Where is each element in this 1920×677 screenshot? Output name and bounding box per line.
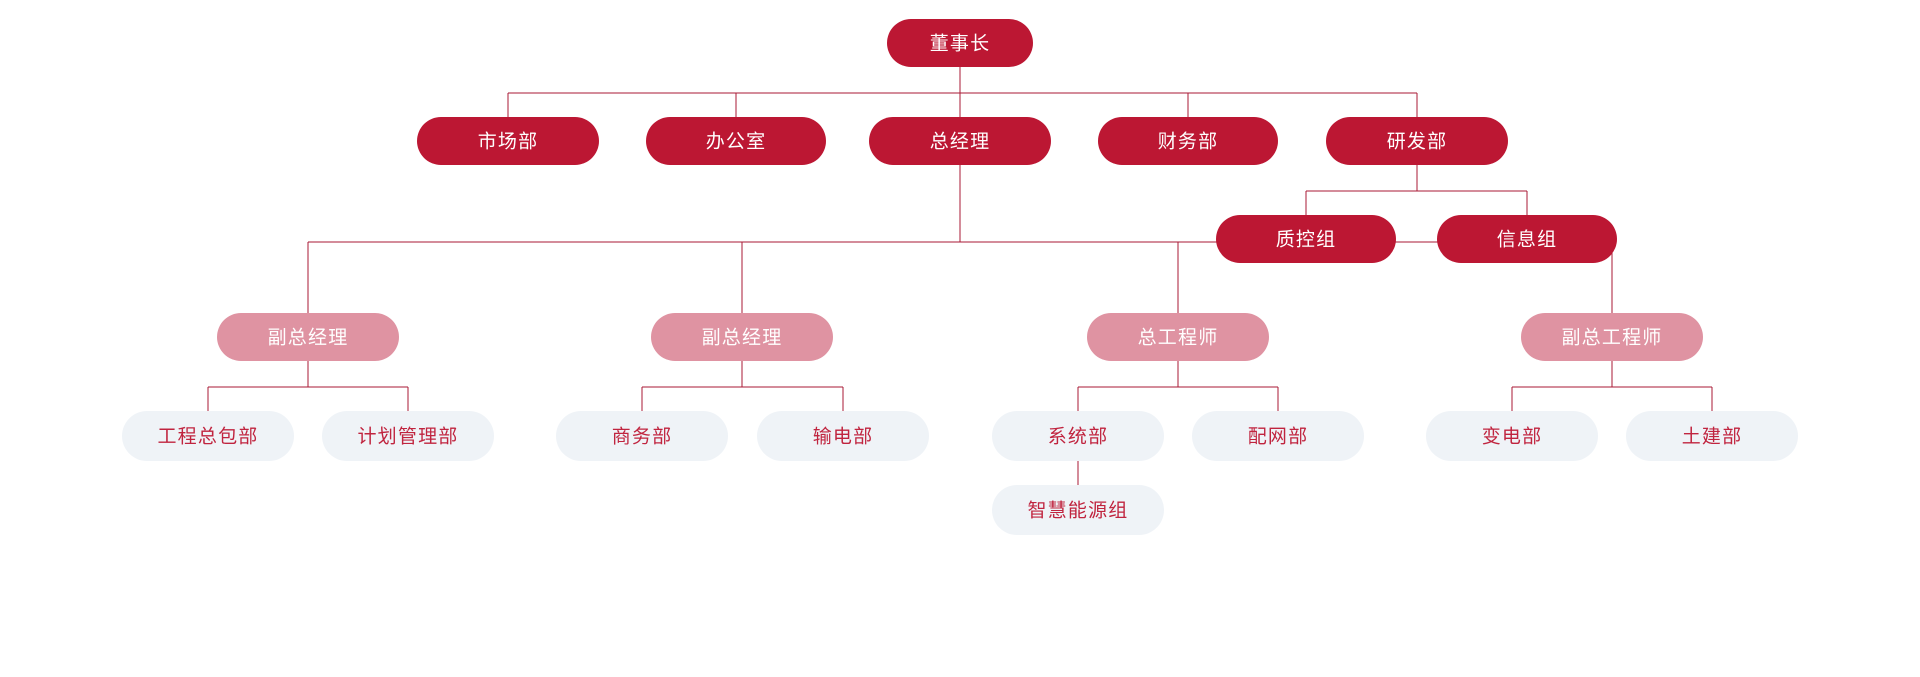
org-node-label-deputy-chief-engineer: 副总工程师 [1561,327,1662,349]
org-node-shape-substation-dept[interactable] [1426,411,1598,461]
org-node-label-business-dept: 商务部 [612,426,673,448]
org-node-transmission-dept[interactable]: 输电部 [757,411,929,461]
org-node-label-substation-dept: 变电部 [1482,426,1543,448]
org-node-shape-civil-dept[interactable] [1626,411,1798,461]
org-node-label-qc-group: 质控组 [1276,229,1337,251]
org-node-shape-qc-group[interactable] [1216,215,1396,263]
org-node-shape-general-manager[interactable] [869,117,1051,165]
org-node-shape-office[interactable] [646,117,826,165]
org-node-label-deputy-gm-1: 副总经理 [268,327,349,349]
org-node-chairman[interactable]: 董事长 [887,19,1033,67]
org-node-shape-epc-dept[interactable] [122,411,294,461]
org-node-label-deputy-gm-2: 副总经理 [702,327,783,349]
org-node-label-office: 办公室 [706,131,767,153]
org-node-label-civil-dept: 土建部 [1682,426,1743,448]
org-node-deputy-gm-1[interactable]: 副总经理 [217,313,399,361]
org-node-shape-marketing[interactable] [417,117,599,165]
org-node-label-rnd: 研发部 [1387,131,1448,153]
org-node-finance[interactable]: 财务部 [1098,117,1278,165]
org-node-rnd[interactable]: 研发部 [1326,117,1508,165]
org-node-shape-chairman[interactable] [887,19,1033,67]
org-node-shape-planning-dept[interactable] [322,411,494,461]
org-node-epc-dept[interactable]: 工程总包部 [122,411,294,461]
org-node-marketing[interactable]: 市场部 [417,117,599,165]
org-node-label-finance: 财务部 [1158,131,1219,153]
org-node-label-chairman: 董事长 [930,33,991,55]
org-node-deputy-chief-engineer[interactable]: 副总工程师 [1521,313,1703,361]
org-node-substation-dept[interactable]: 变电部 [1426,411,1598,461]
org-node-general-manager[interactable]: 总经理 [869,117,1051,165]
org-node-civil-dept[interactable]: 土建部 [1626,411,1798,461]
org-node-label-system-dept: 系统部 [1048,426,1109,448]
org-node-label-marketing: 市场部 [478,131,539,153]
org-node-label-transmission-dept: 输电部 [813,426,874,448]
org-node-shape-distribution-dept[interactable] [1192,411,1364,461]
org-node-label-info-group: 信息组 [1497,229,1558,251]
org-node-system-dept[interactable]: 系统部 [992,411,1164,461]
org-node-office[interactable]: 办公室 [646,117,826,165]
org-node-deputy-gm-2[interactable]: 副总经理 [651,313,833,361]
org-node-label-smart-energy-group: 智慧能源组 [1027,500,1128,522]
org-node-business-dept[interactable]: 商务部 [556,411,728,461]
org-node-smart-energy-group[interactable]: 智慧能源组 [992,485,1164,535]
org-node-shape-system-dept[interactable] [992,411,1164,461]
org-node-distribution-dept[interactable]: 配网部 [1192,411,1364,461]
org-node-shape-smart-energy-group[interactable] [992,485,1164,535]
org-node-info-group[interactable]: 信息组 [1437,215,1617,263]
org-node-label-chief-engineer: 总工程师 [1138,327,1219,349]
org-node-shape-deputy-gm-1[interactable] [217,313,399,361]
org-node-qc-group[interactable]: 质控组 [1216,215,1396,263]
org-node-shape-business-dept[interactable] [556,411,728,461]
org-node-shape-deputy-gm-2[interactable] [651,313,833,361]
org-node-chief-engineer[interactable]: 总工程师 [1087,313,1269,361]
org-node-shape-deputy-chief-engineer[interactable] [1521,313,1703,361]
org-node-planning-dept[interactable]: 计划管理部 [322,411,494,461]
org-node-shape-info-group[interactable] [1437,215,1617,263]
org-node-label-epc-dept: 工程总包部 [157,426,258,448]
org-node-shape-chief-engineer[interactable] [1087,313,1269,361]
org-node-shape-rnd[interactable] [1326,117,1508,165]
org-node-shape-finance[interactable] [1098,117,1278,165]
org-node-label-planning-dept: 计划管理部 [357,426,458,448]
org-node-label-distribution-dept: 配网部 [1248,426,1309,448]
org-node-label-general-manager: 总经理 [930,131,991,153]
org-node-shape-transmission-dept[interactable] [757,411,929,461]
